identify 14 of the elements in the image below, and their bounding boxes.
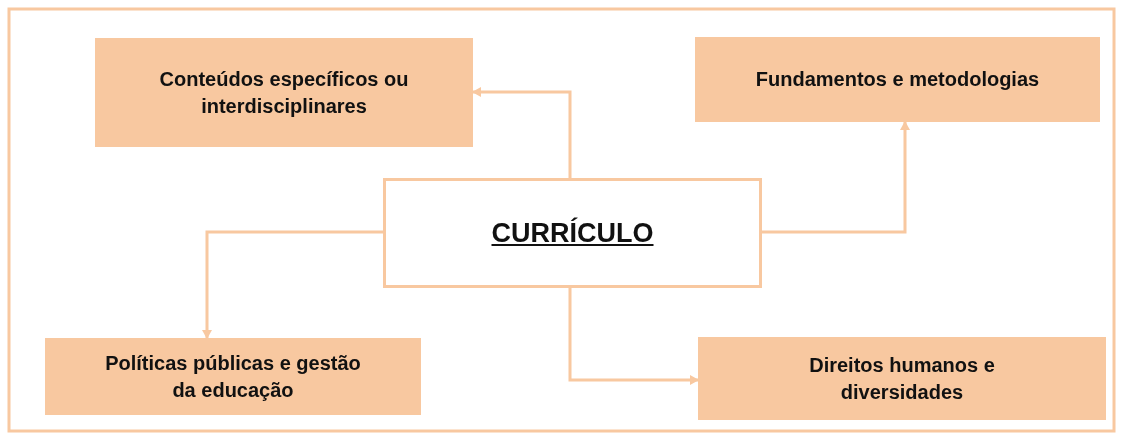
central-box [383,178,762,288]
topic-box [695,37,1100,122]
topic-box [95,38,473,147]
title-text: CURRÍCULO [491,216,654,250]
topic-text: Políticas públicas e gestão da educação [105,350,361,403]
topic-box [45,338,421,415]
topic-text: Conteúdos específicos ou interdisciplinares [158,66,410,119]
topic-text: Fundamentos e metodologias [755,67,1040,92]
topic-box [698,337,1106,420]
topic-text: Direitos humanos e diversidades [808,352,996,405]
arrow [472,87,572,178]
arrow [762,121,910,234]
arrow [568,288,699,385]
arrow [202,230,383,339]
